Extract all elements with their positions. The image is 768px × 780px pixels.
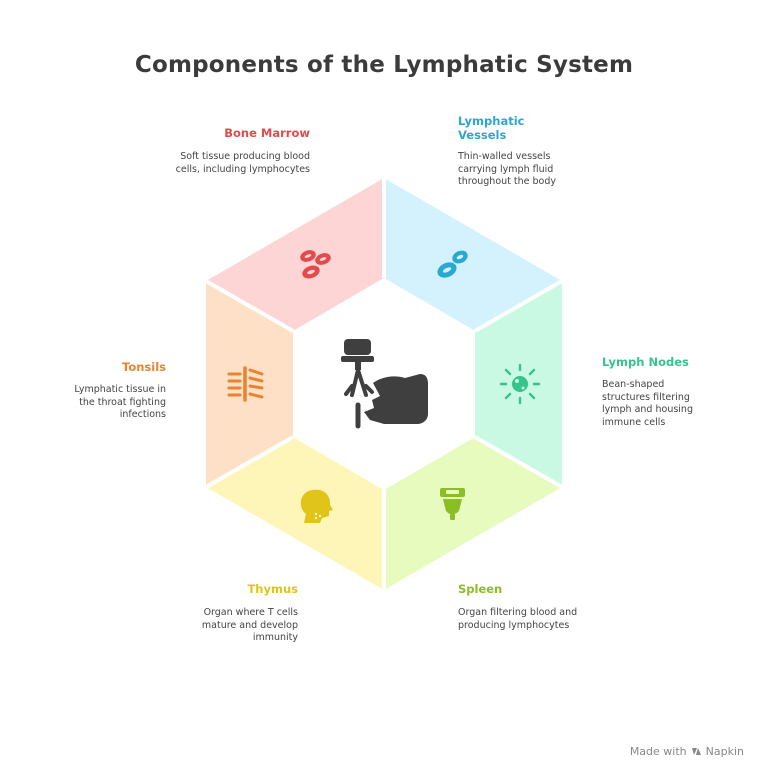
label-spleen: Spleen bbox=[458, 582, 503, 596]
label-lymph-nodes: Lymph Nodes bbox=[602, 355, 689, 369]
immune-cell-icon bbox=[499, 363, 541, 405]
red-blood-cells-icon bbox=[300, 250, 331, 279]
footer-text: Made with bbox=[629, 745, 687, 758]
segment-tonsils[interactable] bbox=[206, 281, 293, 487]
hand-holding-lymph-node-icon bbox=[341, 339, 428, 429]
description-thymus: Organ where T cells mature and develop i… bbox=[201, 607, 298, 643]
label-lymphatic-vessels: Lymphatic Vessels bbox=[458, 114, 525, 142]
footer-attribution[interactable]: Made with Napkin bbox=[630, 745, 744, 758]
label-thymus: Thymus bbox=[247, 582, 298, 596]
footer-brand: Napkin bbox=[705, 745, 744, 758]
napkin-logo-icon bbox=[691, 748, 701, 755]
segment-spleen[interactable] bbox=[384, 437, 562, 590]
filter-organ-icon bbox=[440, 488, 465, 520]
description-lymphatic-vessels: Thin-walled vessels carrying lymph fluid… bbox=[458, 151, 557, 187]
page-title: Components of the Lymphatic System bbox=[134, 52, 634, 78]
description-bone-marrow: Soft tissue producing blood cells, inclu… bbox=[175, 151, 310, 175]
label-bone-marrow: Bone Marrow bbox=[224, 126, 310, 140]
segment-thymus[interactable] bbox=[206, 437, 384, 590]
segment-lymphatic-vessels[interactable] bbox=[384, 178, 562, 331]
segment-dividers bbox=[205, 178, 563, 590]
head-profile-icon bbox=[300, 489, 333, 523]
description-lymph-nodes: Bean-shaped structures filtering lymph a… bbox=[602, 379, 693, 428]
description-spleen: Organ filtering blood and producing lymp… bbox=[458, 607, 578, 631]
throat-tissue-icon bbox=[227, 366, 264, 402]
description-tonsils: Lymphatic tissue in the throat fighting … bbox=[74, 384, 166, 420]
label-tonsils: Tonsils bbox=[122, 360, 166, 374]
segment-bone-marrow[interactable] bbox=[206, 178, 384, 331]
blood-cell-icon bbox=[437, 250, 468, 278]
